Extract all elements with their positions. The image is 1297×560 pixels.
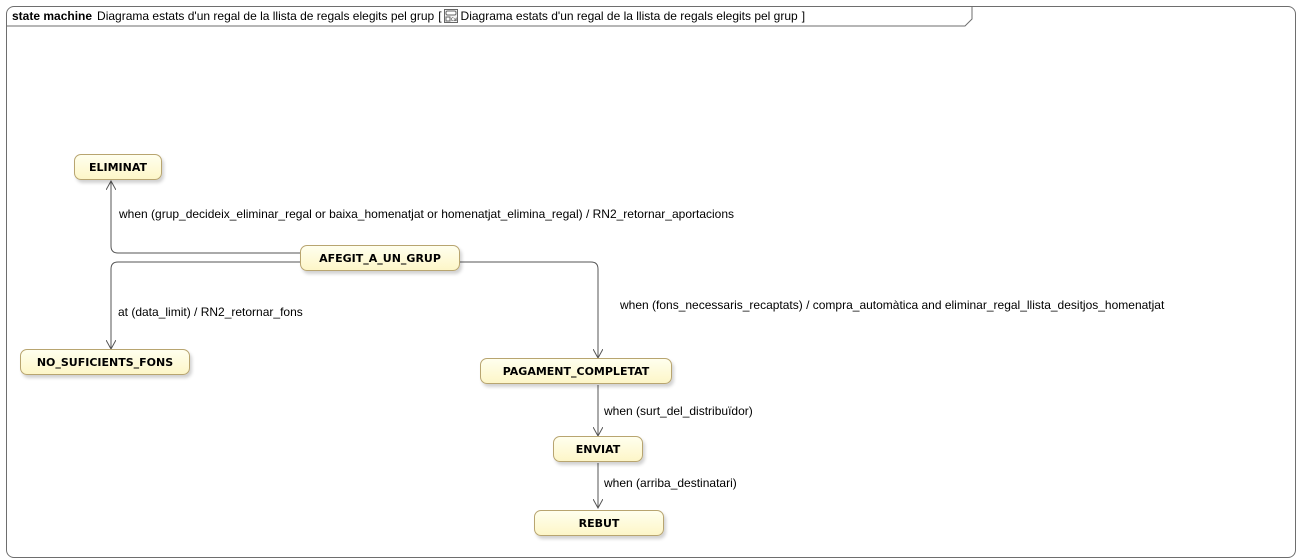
transition-label-to-rebut: when (arriba_destinatari) xyxy=(604,476,737,490)
state-diagram-icon: Cal xyxy=(443,9,458,23)
frame-bracket-open: [ xyxy=(438,9,442,23)
state-no-suficients-fons[interactable]: NO_SUFICIENTS_FONS xyxy=(20,349,190,375)
state-rebut[interactable]: REBUT xyxy=(534,510,664,536)
frame-bracket-name: Diagrama estats d'un regal de la llista … xyxy=(460,9,798,23)
state-machine-frame xyxy=(6,6,1296,558)
transition-label-to-pagament: when (fons_necessaris_recaptats) / compr… xyxy=(620,298,1165,312)
frame-header-tab xyxy=(7,7,973,27)
frame-name: Diagrama estats d'un regal de la llista … xyxy=(97,9,435,23)
edge-to-eliminat xyxy=(111,181,300,254)
frame-header: state machine Diagrama estats d'un regal… xyxy=(6,6,813,26)
frame-keyword: state machine xyxy=(12,9,93,23)
frame-bracket-close: ] xyxy=(801,9,806,23)
state-afegit-a-un-grup[interactable]: AFEGIT_A_UN_GRUP xyxy=(300,245,460,271)
transition-label-to-eliminat: when (grup_decideix_eliminar_regal or ba… xyxy=(119,207,735,221)
state-eliminat[interactable]: ELIMINAT xyxy=(74,154,162,180)
edge-to-pagament xyxy=(460,261,598,358)
edge-to-no-fons xyxy=(111,261,300,349)
svg-text:Cal: Cal xyxy=(451,17,457,22)
state-enviat[interactable]: ENVIAT xyxy=(553,436,643,462)
state-pagament-completat[interactable]: PAGAMENT_COMPLETAT xyxy=(480,358,672,384)
transition-label-to-no-fons: at (data_limit) / RN2_retornar_fons xyxy=(118,305,303,319)
transition-label-to-enviat: when (surt_del_distribuïdor) xyxy=(604,404,753,418)
